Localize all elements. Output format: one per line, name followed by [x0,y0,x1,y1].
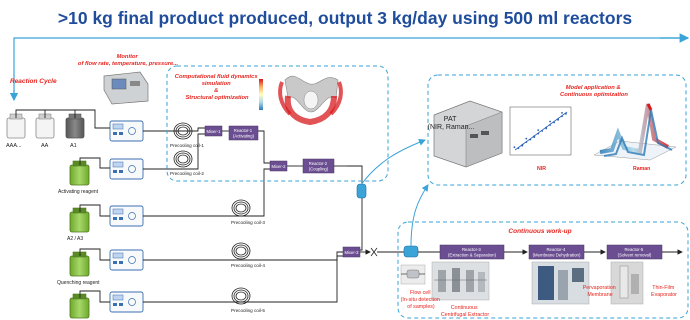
cfd-box [166,65,389,182]
precooling-coil-2 [173,150,193,168]
nir-point [525,137,528,140]
precooling-coil-3 [231,199,251,217]
nir-point [529,138,532,141]
workup-box [397,221,689,319]
activating-reagent-bottle [69,160,90,186]
coil-label-1: Precooling coil-1 [170,143,204,148]
reactor-2-label: Reactor-2 (Coupling) [309,161,329,172]
reactor-1 [228,125,259,141]
precooling-coil-4 [231,242,251,260]
nir-point [553,121,555,124]
nir-point [525,141,528,144]
reactor-4-label: Reactor-4 (Membrane Dehydration) [533,247,581,258]
model-box [427,74,687,186]
thin-film-evaporator-photo [610,261,644,305]
mixer-1-label: Mixer-1 [207,129,222,134]
pump-4 [109,249,144,271]
nir-point [561,115,563,118]
monitor-device [103,71,149,105]
diagram-title: >10 kg final product produced, output 3 … [57,8,633,28]
nir-point [565,113,567,115]
pervaporation-photo [531,261,590,305]
mixer-2-label: Mixer-2 [272,164,287,169]
coil-label-4: Precooling coil-4 [231,263,265,268]
reactor-1-label: Reactor-1 (Activating) [233,128,255,139]
nir-point [561,112,563,114]
centrifugal-extractor-photo [431,261,490,301]
bottle-label-a1: A1 [70,143,77,149]
evaporator-label: Thin-Film Evaporator [651,285,677,298]
bottle-label-aa: AA [41,143,49,149]
reactor-3-label: Reactor-3 (Extraction & Separation) [448,247,497,258]
a2-a3-bottle [69,207,90,233]
nir-point [549,124,551,126]
pump-1 [109,120,144,142]
reaction-cycle-line [9,33,690,102]
nir-point [557,119,559,121]
nir-points [513,112,567,150]
bottle-label-aaa: AAA... [6,143,22,149]
cfd-color-scale [259,79,263,110]
coil-label-2: Precooling coil-2 [170,171,204,176]
pat-feed-line [361,138,426,185]
pump-2 [109,158,144,180]
coil-label-5: Precooling coil-5 [231,308,265,313]
reactor-5-label: Reactor-5 (Solvent removal) [618,247,652,258]
nir-point [533,136,536,139]
mixer-3-label: Mixer-3 [345,250,360,255]
feed-lines [15,109,371,303]
a2-a3-label: A2 / A3 [67,236,83,242]
activating-reagent-label: Activating reagent [58,189,99,195]
pump-5 [109,291,144,313]
sampling-capsule [356,183,367,199]
extractor-label: Continuous Centrifugal Extractor [441,305,490,318]
flow-cell-capsule [403,245,419,258]
quenching-reagent-bottle [69,251,90,277]
monitor-label: Monitor of flow rate, temperature, press… [78,54,179,67]
quenching-reagent-label: Quenching reagent [57,280,100,286]
nir-label: NIR [537,166,546,172]
mixer-2 [269,160,288,172]
reaction-cycle-label: Reaction Cycle [10,78,57,85]
nir-point [513,146,516,149]
nir-point [537,132,540,135]
raman-label: Raman [633,166,650,172]
pat-label: PAT (NIR, Raman... [428,116,475,131]
precooling-coil-5 [231,287,251,305]
pump-3 [109,205,144,227]
flow-cell-photo [400,264,426,285]
nir-point [517,147,520,150]
mixer-1 [204,125,223,137]
model-label: Model application & Continuous optimizat… [560,85,628,98]
nir-point [537,129,540,132]
workup-label: Continuous work-up [508,228,571,235]
nir-point [541,130,544,132]
cfd-geometry [278,75,343,126]
raman-plot [593,103,677,161]
flow-cell-label: Flow cell (In-situ detection of samples) [401,290,442,310]
pervaporation-label: Pervaporation Membrane [583,285,617,298]
flow-cell-to-pat-line [410,184,429,247]
valve-icon [370,247,378,257]
nir-point [545,127,548,130]
pat-instrument [433,100,503,168]
precooling-coil-1 [173,122,193,140]
reagent-bottle-5 [69,293,90,319]
nir-point [521,144,524,147]
nir-point [549,120,551,123]
coil-label-3: Precooling coil-3 [231,220,265,225]
mixer-3 [342,246,361,258]
cfd-label: Computational fluid dynamics simulation … [175,74,259,101]
